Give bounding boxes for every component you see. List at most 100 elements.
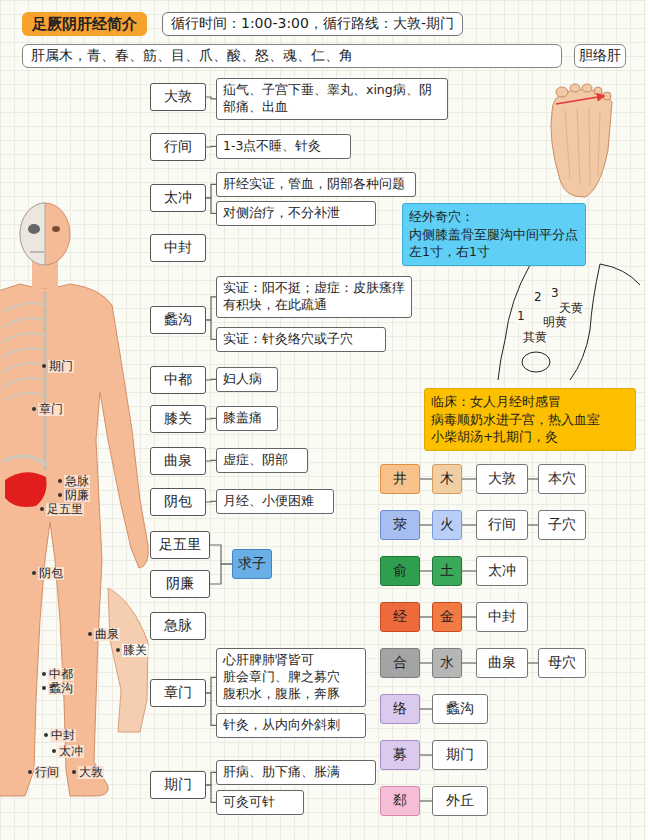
table-cell: 大敦 (476, 464, 528, 494)
node-text: 络 (393, 700, 407, 718)
body-figure (52, 749, 56, 753)
node-text: 期门 (446, 746, 474, 764)
knee-illustration (570, 264, 600, 380)
header-box: 肝属木，青、春、筋、目、爪、酸、怒、魂、仁、角 (22, 44, 562, 68)
node-text: 可灸可针 (223, 794, 297, 811)
callout-label: 天黄 (558, 302, 584, 315)
acupoint-box: 太冲 (150, 184, 206, 212)
body-figure (2, 456, 48, 466)
note-box: 经外奇穴：内侧膝盖骨至腿沟中间平分点 左1寸，右1寸 (402, 203, 586, 266)
note-box: 肝经实证，管血，阴部各种问题 (216, 172, 416, 197)
node-text: 中封 (164, 239, 192, 257)
acupoint-label: 足五里 (46, 503, 84, 516)
node-text: 行间 (488, 516, 516, 534)
connector-line (206, 693, 216, 725)
acupoint-box: 中都 (150, 366, 206, 394)
table-cell: 求子 (232, 549, 272, 579)
node-text: 心肝脾肺肾皆可 脏会章门、脾之募穴 腹积水，腹胀，奔豚 (223, 652, 359, 703)
body-figure (44, 733, 48, 737)
node-text: 水 (440, 654, 454, 672)
node-text: 胆络肝 (579, 47, 621, 65)
connector-line (462, 662, 476, 663)
body-figure (32, 571, 36, 575)
body-figure (58, 493, 62, 497)
callout-label: 3 (550, 287, 560, 300)
node-text: 俞 (393, 562, 407, 580)
node-text: 阴包 (164, 493, 192, 511)
connector-line (206, 785, 216, 802)
table-cell: 太冲 (476, 556, 528, 586)
node-text: 1-3点不睡、针灸 (223, 138, 344, 155)
table-cell: 蠡沟 (432, 694, 488, 724)
table-cell: 曲泉 (476, 648, 528, 678)
body-figure (52, 226, 60, 232)
note-box: 肝病、肋下痛、胀满 (216, 760, 376, 785)
node-text: 章门 (164, 684, 192, 702)
acupoint-box: 蠡沟 (150, 306, 206, 334)
node-text: 对侧治疗，不分补泄 (223, 205, 369, 222)
body-figure (2, 348, 45, 358)
node-text: 临床：女人月经时感冒 病毒顺奶水进子宫，热入血室 小柴胡汤+扎期门，灸 (431, 393, 629, 446)
acupoint-label: 中封 (50, 729, 76, 742)
callout-label: 2 (533, 291, 543, 304)
node-text: 子穴 (548, 516, 576, 534)
header-box: 循行时间：1:00-3:00，循行路线：大敦-期门 (162, 12, 463, 36)
note-box: 膝盖痛 (216, 406, 278, 431)
node-text: 曲泉 (488, 654, 516, 672)
node-text: 足五里 (159, 536, 201, 554)
callout-label: 明黄 (542, 316, 568, 329)
node-text: 中都 (164, 371, 192, 389)
connector-line (206, 320, 216, 339)
note-box: 可灸可针 (216, 790, 304, 815)
connector-line (206, 97, 216, 99)
knee-illustration (498, 264, 640, 380)
acupoint-label: 章门 (38, 403, 64, 416)
acupoint-box: 阴包 (150, 488, 206, 516)
node-text: 井 (393, 470, 407, 488)
connector-line (206, 198, 216, 213)
connector-line (462, 616, 476, 617)
node-text: 月经、小便困难 (223, 493, 327, 510)
acupoint-box: 急脉 (150, 612, 206, 640)
connector-line (420, 708, 432, 709)
connector-line (420, 662, 432, 663)
callout-label: 其黄 (522, 331, 548, 344)
node-text: 郄 (393, 792, 407, 810)
acupoint-box: 阴廉 (150, 570, 210, 598)
foot-illustration (551, 84, 612, 197)
table-cell: 本穴 (538, 464, 586, 494)
connector-line (420, 478, 432, 479)
node-text: 蠡沟 (446, 700, 474, 718)
note-box: 对侧治疗，不分补泄 (216, 201, 376, 226)
node-text: 针灸，从内向外斜刺 (223, 717, 359, 734)
connector-line (206, 677, 216, 693)
table-cell: 络 (380, 694, 420, 724)
node-text: 土 (440, 562, 454, 580)
connector-line (420, 800, 432, 801)
node-text: 合 (393, 654, 407, 672)
body-figure (28, 224, 40, 234)
body-figure (20, 203, 70, 265)
body-figure (42, 672, 46, 676)
body-figure (0, 284, 148, 796)
body-figure (2, 318, 45, 328)
knee-illustration (600, 264, 640, 285)
table-cell: 俞 (380, 556, 420, 586)
table-cell: 子穴 (538, 510, 586, 540)
node-text: 经外奇穴： (409, 208, 579, 226)
node-text: 求子 (238, 555, 266, 573)
connector-line (420, 524, 432, 525)
node-text: 阴廉 (166, 575, 194, 593)
acupoint-box: 中封 (150, 234, 206, 262)
table-cell: 火 (432, 510, 462, 540)
connector-line (206, 501, 216, 503)
node-text: 大敦 (164, 88, 192, 106)
acupoint-label: 膝关 (122, 644, 148, 657)
body-figure (116, 648, 120, 652)
acupoint-box: 期门 (150, 771, 206, 799)
node-text: 内侧膝盖骨至腿沟中间平分点 左1寸，右1寸 (409, 226, 579, 261)
foot-illustration (603, 92, 611, 100)
acupoint-label: 行间 (34, 766, 60, 779)
acupoint-box: 膝关 (150, 405, 206, 433)
acupoint-label: 蠡沟 (48, 682, 74, 695)
